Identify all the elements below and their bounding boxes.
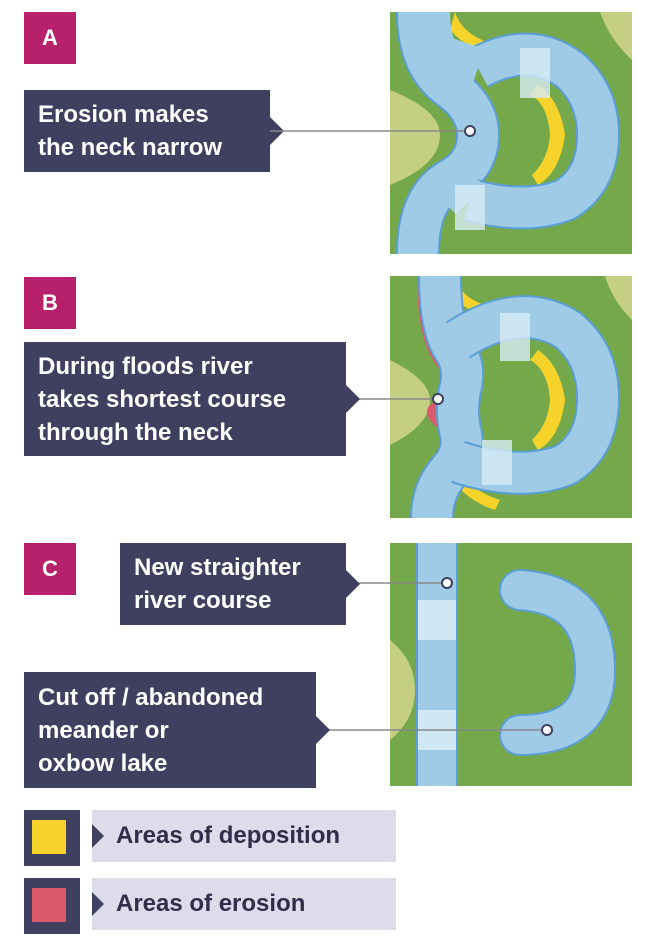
erosion-color-icon <box>32 888 66 922</box>
panel-c-scene <box>390 543 632 786</box>
panel-a-label: A <box>24 12 76 64</box>
floodplain-patch <box>605 276 632 320</box>
panel-c-label: C <box>24 543 76 595</box>
legend-deposition-swatch <box>24 810 80 866</box>
oxbow-lake <box>501 571 615 754</box>
pointer-dot <box>464 125 476 137</box>
panel-b-callout: During floods river takes shortest cours… <box>24 342 360 456</box>
legend-erosion-swatch <box>24 878 80 934</box>
callout-line: oxbow lake <box>38 749 168 777</box>
rapids <box>500 313 530 361</box>
panel-b-label: B <box>24 277 76 329</box>
rapids <box>520 48 550 98</box>
deposition-color-icon <box>32 820 66 854</box>
pointer-dot <box>541 724 553 736</box>
floodplain-patch <box>390 90 440 185</box>
callout-line: meander or <box>38 716 169 744</box>
pointer-dot <box>432 393 444 405</box>
callout-line: river course <box>134 587 272 614</box>
floodplain-patch <box>390 640 415 740</box>
floodplain-patch <box>600 12 632 60</box>
rapids <box>482 440 512 485</box>
river <box>412 276 483 518</box>
floodplain-patch <box>390 360 430 445</box>
deposition-area <box>530 350 565 450</box>
callout-line: Erosion makes <box>38 101 209 128</box>
panel-b-scene <box>390 276 632 518</box>
deposition-area <box>530 85 565 185</box>
river <box>410 12 485 87</box>
callout-line: takes shortest course <box>38 385 287 413</box>
callout-line: Cut off / abandoned <box>38 683 264 711</box>
rapids <box>418 600 456 640</box>
pointer-dot <box>441 577 453 589</box>
panel-a-scene <box>390 12 632 254</box>
callout-line: the neck narrow <box>38 134 223 161</box>
panel-a-callout: Erosion makes the neck narrow <box>24 90 284 172</box>
legend-erosion-label: Areas of erosion <box>92 878 396 930</box>
callout-line: During floods river <box>38 352 253 380</box>
rapids <box>455 185 485 230</box>
callout-line: through the neck <box>38 418 233 446</box>
new-course-callout: New straighter river course <box>120 543 360 625</box>
legend-deposition-label: Areas of deposition <box>92 810 396 862</box>
callout-line: New straighter <box>134 554 301 581</box>
oxbow-callout: Cut off / abandoned meander or oxbow lak… <box>24 672 330 788</box>
